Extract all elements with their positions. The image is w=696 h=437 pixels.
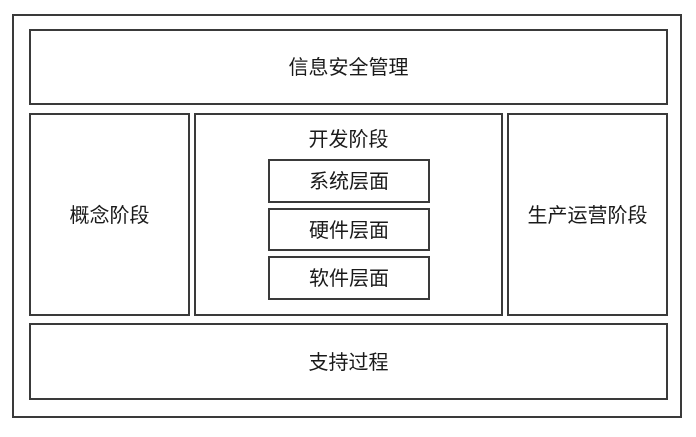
info-security-management-box: 信息安全管理 xyxy=(29,29,668,105)
support-process-label: 支持过程 xyxy=(308,349,389,374)
system-level-box: 系统层面 xyxy=(268,159,430,203)
info-security-management-label: 信息安全管理 xyxy=(288,55,409,79)
hardware-level-label: 硬件层面 xyxy=(309,217,389,242)
software-level-box: 软件层面 xyxy=(268,256,430,300)
hardware-level-box: 硬件层面 xyxy=(268,208,430,251)
support-process-box: 支持过程 xyxy=(29,323,668,400)
software-level-label: 软件层面 xyxy=(309,266,389,290)
production-operation-phase-label: 生产运营阶段 xyxy=(527,202,648,227)
development-phase-label: 开发阶段 xyxy=(308,127,389,151)
system-level-label: 系统层面 xyxy=(309,169,389,193)
production-operation-phase-box: 生产运营阶段 xyxy=(507,113,668,316)
concept-phase-box: 概念阶段 xyxy=(29,113,190,316)
concept-phase-label: 概念阶段 xyxy=(69,202,150,227)
